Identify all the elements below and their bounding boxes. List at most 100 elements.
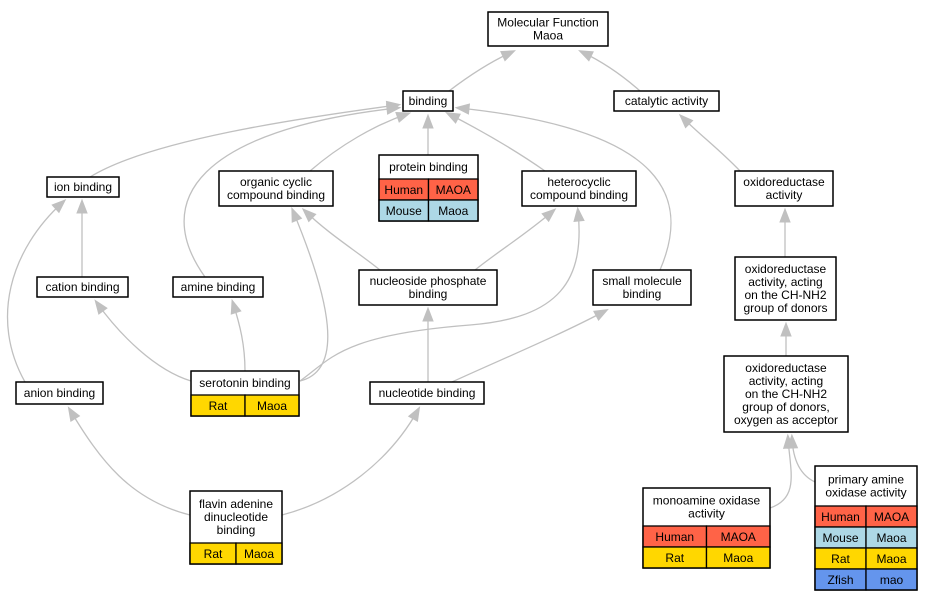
edge-flavin-adenine-dinucleotide-binding-to-anion-binding — [67, 406, 191, 516]
node-label-line: catalytic activity — [625, 94, 708, 108]
gene-label: Maoa — [244, 547, 274, 561]
arrowhead — [422, 306, 434, 322]
node-border — [36, 276, 129, 298]
node-anion-binding[interactable]: anion binding — [15, 381, 104, 405]
node-catalytic-activity[interactable]: catalytic activity — [613, 90, 720, 112]
node-border — [402, 90, 454, 112]
node-box — [734, 256, 837, 321]
node-label-line: activity — [688, 507, 725, 521]
arrowhead — [454, 103, 471, 115]
node-label-line: binding — [409, 94, 448, 108]
species-label: Human — [655, 530, 694, 544]
node-border — [487, 11, 609, 47]
node-border — [734, 256, 837, 321]
node-label-line: Maoa — [533, 29, 563, 43]
edge-organic-cyclic-compound-binding-to-binding — [309, 111, 412, 172]
edge-catalytic-activity-to-molecular-function — [578, 50, 641, 92]
node-cation-binding[interactable]: cation binding — [36, 276, 129, 298]
edge-line — [448, 51, 513, 92]
node-border — [642, 487, 771, 569]
edge-line — [281, 409, 419, 516]
node-ion-binding[interactable]: ion binding — [46, 176, 120, 198]
node-border — [46, 176, 120, 198]
node-border — [592, 269, 692, 306]
arrowhead — [779, 207, 791, 223]
edge-line — [183, 107, 398, 278]
node-label-line: binding — [409, 287, 448, 301]
edge-oxidoreductase-ch-nh2-to-oxidoreductase-activity — [779, 207, 791, 257]
node-label-line: activity, acting — [749, 374, 823, 388]
node-label-line: cation binding — [45, 280, 119, 294]
node-label-line: flavin adenine — [199, 497, 273, 511]
edge-line — [89, 104, 398, 178]
edge-oxidoreductase-activity-to-catalytic-activity — [678, 113, 741, 172]
arrowhead — [786, 433, 799, 449]
node-label-line: compound binding — [227, 188, 325, 202]
node-label-line: small molecule — [602, 274, 682, 288]
edge-protein-binding-to-binding — [422, 113, 434, 155]
node-label-line: primary amine — [828, 473, 904, 487]
node-label-line: binding — [623, 287, 662, 301]
edge-serotonin-binding-to-heterocyclic-compound-binding — [299, 206, 585, 382]
edge-nucleoside-phosphate-binding-to-organic-cyclic-compound-binding — [301, 207, 381, 271]
arrowhead — [67, 406, 81, 422]
edge-line — [292, 210, 329, 382]
node-label-line: monoamine oxidase — [653, 494, 761, 508]
edge-binding-to-molecular-function — [448, 50, 516, 92]
node-label-line: serotonin binding — [199, 376, 290, 390]
node-label-line: anion binding — [24, 386, 95, 400]
node-label-line: activity, acting — [748, 275, 822, 289]
species-label: Mouse — [386, 204, 422, 218]
node-border — [613, 90, 720, 112]
arrowhead — [678, 113, 694, 129]
species-label: Human — [821, 510, 860, 524]
arrowhead — [500, 50, 516, 62]
node-label-line: oxygen as acceptor — [734, 413, 838, 427]
edge-nucleoside-phosphate-binding-to-heterocyclic-compound-binding — [474, 208, 557, 271]
species-label: Zfish — [827, 573, 853, 587]
arrowhead — [407, 406, 421, 422]
gene-label: Maoa — [438, 204, 468, 218]
edge-line — [309, 113, 408, 172]
node-nucleotide-binding[interactable]: nucleotide binding — [369, 381, 485, 405]
node-label-line: Molecular Function — [497, 16, 598, 30]
edge-line — [299, 210, 580, 382]
edge-serotonin-binding-to-organic-cyclic-compound-binding — [291, 206, 329, 382]
node-border — [218, 170, 334, 207]
node-label-line: group of donors, — [742, 400, 829, 414]
node-label-line: heterocyclic — [547, 175, 610, 189]
edge-anion-binding-to-ion-binding — [6, 199, 67, 383]
species-label: Rat — [665, 551, 684, 565]
species-label: Human — [384, 183, 423, 197]
node-border — [521, 170, 637, 207]
edge-serotonin-binding-to-cation-binding — [94, 299, 192, 382]
node-binding[interactable]: binding — [402, 90, 454, 112]
arrowhead — [395, 111, 412, 123]
node-amine-binding[interactable]: amine binding — [172, 276, 264, 298]
arrowhead — [445, 111, 461, 124]
node-label-line: nucleoside phosphate — [370, 274, 487, 288]
gene-label: MAOA — [436, 183, 471, 197]
edge-flavin-adenine-dinucleotide-binding-to-nucleotide-binding — [281, 406, 421, 516]
node-border — [723, 355, 849, 433]
